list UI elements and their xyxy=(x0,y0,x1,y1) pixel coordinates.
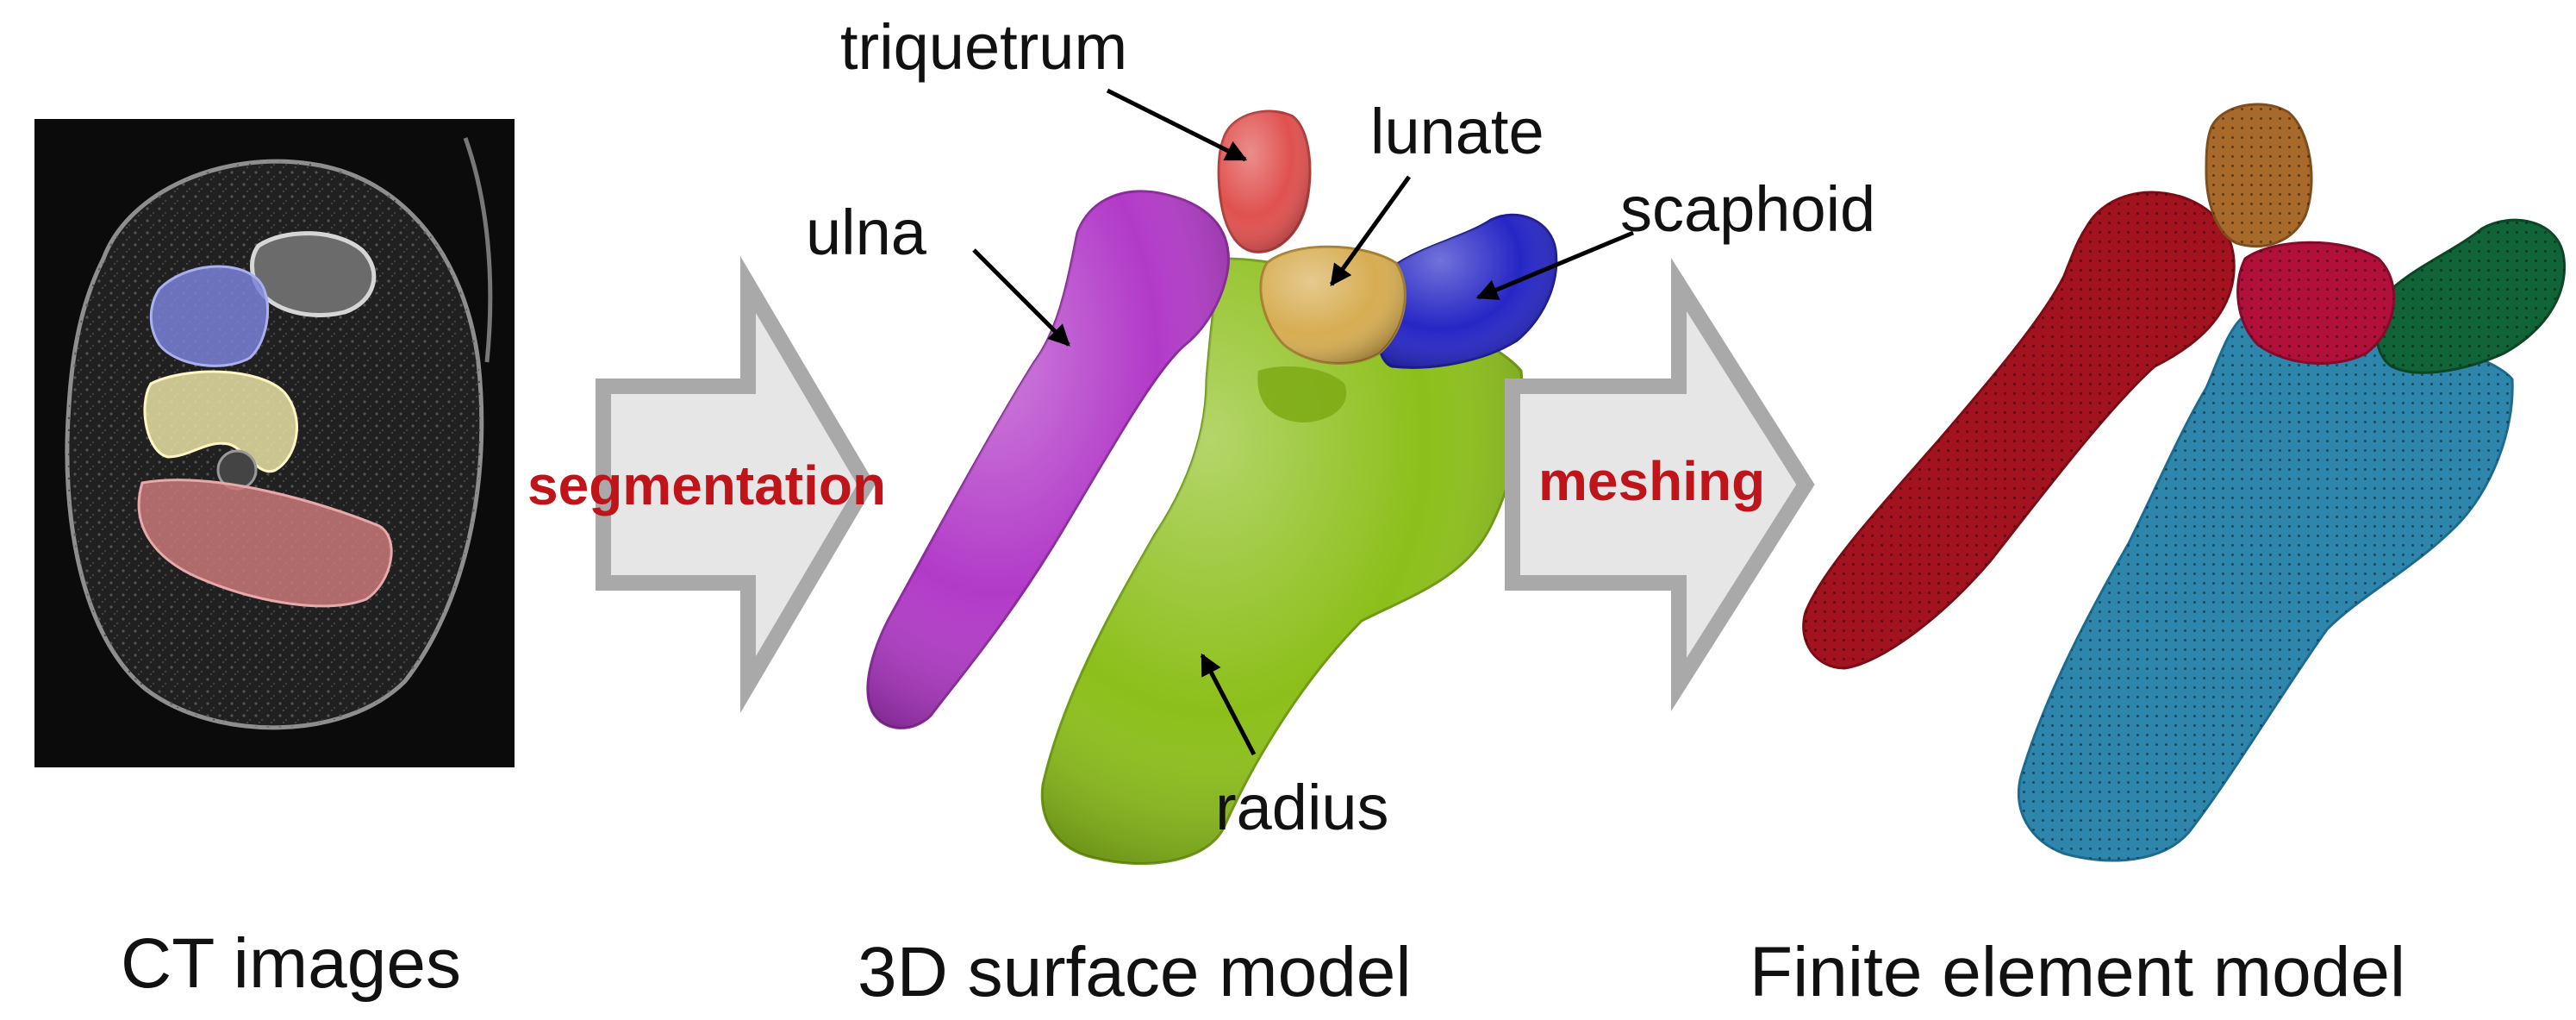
scaphoid-label: scaphoid xyxy=(1620,173,1875,245)
radius-label: radius xyxy=(1215,772,1389,843)
meshing-arrow: meshing xyxy=(1505,257,1815,712)
ct-bone-gray xyxy=(250,231,377,317)
triquetrum-pointer xyxy=(1106,88,1248,162)
fe-model-panel: Finite element model xyxy=(1750,103,2567,1011)
fe-model-caption: Finite element model xyxy=(1750,933,2405,1011)
ct-skin-edge xyxy=(463,137,493,363)
surface-radius-bump xyxy=(1257,366,1347,422)
ulna-label: ulna xyxy=(806,197,927,268)
surface-model-caption: 3D surface model xyxy=(858,933,1412,1011)
surface-model-panel: triquetrum lunate scaphoid ulna radius 3… xyxy=(806,11,1875,1011)
ct-overlay-blue xyxy=(149,265,270,367)
meshing-label: meshing xyxy=(1538,450,1765,512)
triquetrum-label: triquetrum xyxy=(840,11,1127,83)
segmentation-arrow: segmentation xyxy=(527,256,886,713)
ct-image-panel: CT images xyxy=(34,119,515,1003)
ct-images-caption: CT images xyxy=(121,924,461,1003)
ct-overlay-red xyxy=(137,479,393,608)
ct-overlay-yellow xyxy=(143,370,298,473)
segmentation-label: segmentation xyxy=(527,454,886,516)
ulna-pointer xyxy=(972,248,1070,347)
segmentation-arrow-shape xyxy=(596,256,876,713)
scaphoid-pointer xyxy=(1475,230,1634,300)
meshing-arrow-shape xyxy=(1505,257,1815,712)
lunate-label: lunate xyxy=(1370,96,1544,167)
lunate-pointer xyxy=(1329,175,1412,287)
radius-pointer xyxy=(1200,653,1257,756)
